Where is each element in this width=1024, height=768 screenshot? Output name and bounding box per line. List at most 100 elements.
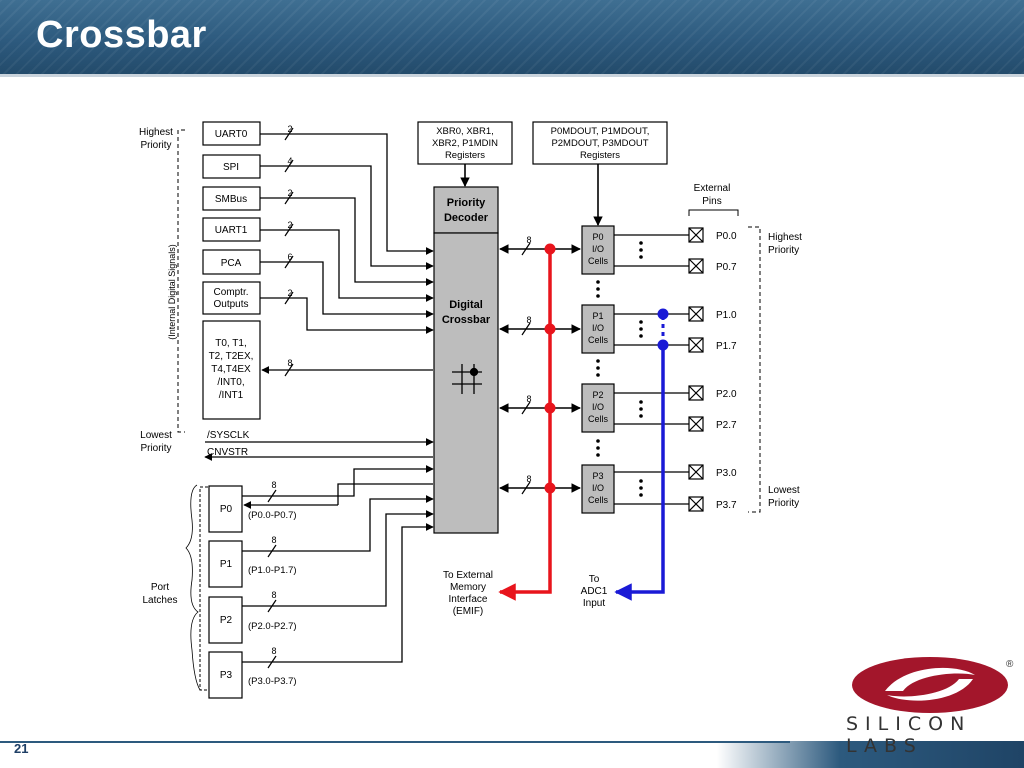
slide-title: Crossbar [36, 14, 207, 56]
footer-band [0, 741, 1024, 768]
title-underline [0, 74, 1024, 77]
pmdout-registers-line-3: Registers [580, 150, 620, 161]
latch-p2-range: (P2.0-P2.7) [248, 621, 297, 632]
left-priority-bracket [177, 129, 185, 433]
latch-p2-width: 8 [271, 590, 276, 600]
p3-cell-label-1: P3 [592, 471, 603, 481]
smbus-label: SMBus [215, 194, 247, 205]
comparator-label-2: Outputs [213, 299, 248, 310]
pca-box [202, 249, 261, 275]
bus-p0-width: 8 [526, 235, 531, 245]
pin-ellipsis-dots [639, 241, 643, 497]
latch-p1-out [242, 495, 434, 552]
p3-cell-label-3: Cells [588, 495, 609, 505]
adc-label-3: Input [583, 598, 605, 609]
timers-width: 8 [287, 358, 292, 368]
left-lowest-label-2: Priority [140, 443, 171, 454]
adc-label-1: To [589, 574, 600, 585]
p2-cell-label-3: Cells [588, 414, 609, 424]
logo-registered-mark: ® [1006, 659, 1014, 670]
pca-label: PCA [221, 258, 242, 269]
latch-p0-label: P0 [220, 504, 233, 515]
footer-line [0, 741, 790, 743]
latch-p2-out [242, 510, 434, 607]
p3-cell-label-2: I/O [592, 483, 604, 493]
pin-p2-0: P2.0 [716, 389, 737, 400]
latch-p1-label: P1 [220, 559, 233, 570]
emif-bus [498, 243, 556, 601]
title-bar-texture [0, 0, 1024, 74]
latch-p1-width: 8 [271, 535, 276, 545]
uart1-line [260, 229, 434, 302]
latch-p3-box [208, 651, 243, 699]
cell-chain-dots [596, 280, 600, 457]
timers-label-5: /INT1 [219, 390, 244, 401]
decoder-label-2: Decoder [444, 212, 489, 224]
sysclk-label: /SYSCLK [207, 430, 250, 441]
digital-crossbar-block [433, 232, 499, 534]
pin-p2-7: P2.7 [716, 420, 737, 431]
right-priority-bracket [748, 226, 761, 513]
pmdout-registers-line-2: P2MDOUT, P3MDOUT [551, 138, 648, 149]
pin-p3-7: P3.7 [716, 500, 737, 511]
latch-p2-label: P2 [220, 615, 233, 626]
emif-label-4: (EMIF) [453, 606, 484, 617]
right-highest-label-2: Priority [768, 245, 799, 256]
xbr-registers-line-2: XBR2, P1MDIN [432, 138, 498, 149]
external-pins-label-2: Pins [702, 196, 721, 207]
p1-cell-label-2: I/O [592, 323, 604, 333]
bus-p1-width: 8 [526, 315, 531, 325]
p0-io-cells [581, 225, 615, 275]
p0-cell-label-3: Cells [588, 256, 609, 266]
right-highest-label: Highest [768, 232, 802, 243]
p2-cell-label-1: P2 [592, 390, 603, 400]
pin-p1-7: P1.7 [716, 341, 737, 352]
comparator-width: 2 [287, 288, 292, 298]
smbus-line [260, 197, 434, 286]
p1-cell-label-1: P1 [592, 311, 603, 321]
uart1-width: 2 [287, 220, 292, 230]
title-bar [0, 0, 1024, 74]
adc-label-2: ADC1 [581, 586, 608, 597]
latch-brace [185, 484, 201, 691]
decoder-label-1: Priority [447, 197, 486, 209]
latch-p1-range: (P1.0-P1.7) [248, 565, 297, 576]
silicon-labs-logo-icon: ® [852, 657, 1014, 713]
spi-width: 4 [287, 156, 292, 166]
p3-io-cells [581, 464, 615, 514]
crossbar-switch-symbol [452, 364, 482, 394]
latch-p0-in-a [337, 483, 433, 505]
left-lowest-label: Lowest [140, 430, 172, 441]
latch-p0-width: 8 [271, 480, 276, 490]
pca-line [260, 261, 434, 318]
xbr-registers-line-1: XBR0, XBR1, [436, 126, 494, 137]
bus-p2-width: 8 [526, 394, 531, 404]
pmdout-registers-box [532, 121, 668, 165]
uart0-line [260, 133, 434, 255]
pmdout-registers-line-1: P0MDOUT, P1MDOUT, [551, 126, 650, 137]
bus-p3-width: 8 [526, 474, 531, 484]
p0-cell-label-1: P0 [592, 232, 603, 242]
latch-p3-range: (P3.0-P3.7) [248, 676, 297, 687]
p1-io-cells [581, 304, 615, 354]
comparator-box [202, 281, 261, 315]
uart1-label: UART1 [215, 225, 248, 236]
pin-p1-0: P1.0 [716, 310, 737, 321]
timers-label-2: T2, T2EX, [209, 351, 254, 362]
emif-label-2: Memory [450, 582, 486, 593]
latch-p3-out [242, 523, 434, 663]
latch-p1-box [208, 540, 243, 588]
spi-line [260, 165, 434, 270]
left-highest-label-2: Priority [140, 140, 171, 151]
right-lowest-label-2: Priority [768, 498, 799, 509]
uart0-width: 2 [287, 124, 292, 134]
pca-width: 6 [287, 252, 292, 262]
p0-cell-label-2: I/O [592, 244, 604, 254]
left-highest-label: Highest [139, 127, 173, 138]
uart0-label: UART0 [215, 129, 248, 140]
slide-number: 21 [14, 741, 29, 756]
cnvstr-label: CNVSTR [207, 447, 248, 458]
latch-p0-out [242, 465, 434, 497]
pin-p0-7: P0.7 [716, 262, 737, 273]
